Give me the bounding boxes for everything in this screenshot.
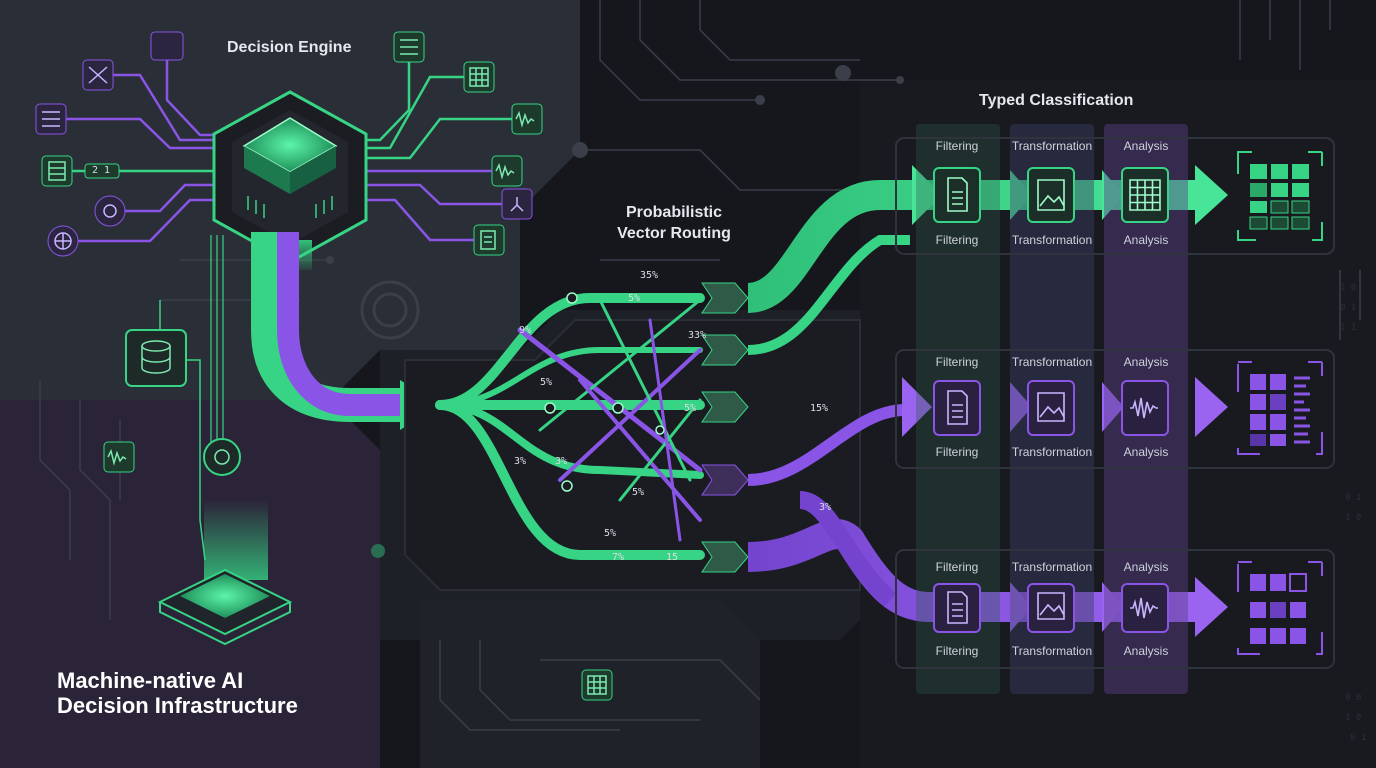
- circuit-nodes: [326, 65, 904, 558]
- route-percent: 33%: [688, 330, 707, 341]
- row3-bottom-transformation-label: Transformation: [1011, 644, 1093, 658]
- stage-icon-glyphs: [947, 177, 1161, 624]
- route-percent: 9%: [519, 325, 532, 336]
- input-icon-glyphs: [42, 39, 607, 695]
- routing-nodes: [544, 292, 665, 492]
- row2-top-analysis-label: Analysis: [1123, 355, 1169, 369]
- waveform-icon: [1121, 380, 1169, 436]
- route-percent: 7%: [612, 552, 625, 563]
- grid-icon: [463, 61, 495, 93]
- route-percent: 5%: [604, 528, 617, 539]
- row1-top-transformation-label: Transformation: [1011, 139, 1093, 153]
- gear-decoration: [360, 280, 420, 340]
- routing-title-line1: Probabilistic: [625, 204, 723, 221]
- row1-top-filtering-label: Filtering: [935, 139, 979, 153]
- output-grid-green: [1249, 164, 1310, 230]
- input-tag-label: 2 1: [92, 165, 111, 176]
- route-percent: 5%: [632, 487, 645, 498]
- output-grid-purple-2: [1250, 573, 1307, 644]
- input-tag: [84, 163, 120, 179]
- table-icon: [41, 155, 73, 187]
- footer-title-line1: Machine-native AI: [57, 668, 244, 693]
- route-percent: 3%: [555, 456, 568, 467]
- row1-bottom-transformation-label: Transformation: [1011, 233, 1093, 247]
- document-icon: [933, 583, 981, 633]
- image-icon: [1027, 167, 1075, 223]
- row2-bottom-analysis-label: Analysis: [1123, 445, 1169, 459]
- svg-text:0 1: 0 1: [1345, 493, 1361, 503]
- image-icon: [1027, 380, 1075, 436]
- row1-bottom-analysis-label: Analysis: [1123, 233, 1169, 247]
- footer-title-line2: Decision Infrastructure: [57, 693, 298, 718]
- gear-icon: [94, 195, 126, 227]
- flow-arrowheads: [902, 165, 1228, 637]
- row2-top-filtering-label: Filtering: [935, 355, 979, 369]
- settings-icon: [203, 438, 241, 476]
- svg-text:1 1: 1 1: [1340, 323, 1356, 333]
- routing-title-line2: Vector Routing: [617, 225, 731, 242]
- row2-bottom-filtering-label: Filtering: [935, 445, 979, 459]
- row3-top-filtering-label: Filtering: [935, 560, 979, 574]
- row1-bottom-filtering-label: Filtering: [935, 233, 979, 247]
- output-chip: [157, 568, 293, 646]
- document-icon: [933, 167, 981, 223]
- database-icon: [125, 329, 187, 387]
- decision-engine-title: Decision Engine: [227, 39, 352, 56]
- row3-top-transformation-label: Transformation: [1011, 560, 1093, 574]
- route-percent: 35%: [640, 270, 659, 281]
- classification-rows: [895, 137, 1335, 669]
- row3-bottom-filtering-label: Filtering: [935, 644, 979, 658]
- document-icon: [933, 380, 981, 436]
- document-icon: [473, 224, 505, 256]
- svg-text:1 0: 1 0: [1345, 713, 1361, 723]
- image-icon: [150, 31, 184, 61]
- row2-top-transformation-label: Transformation: [1011, 355, 1093, 369]
- route-percent: 15%: [810, 403, 829, 414]
- footer-title: Machine-native AI Decision Infrastructur…: [57, 668, 298, 718]
- svg-text:0 1: 0 1: [1340, 303, 1356, 313]
- output-grid-purple-1: [1250, 374, 1310, 446]
- route-percent: 5%: [540, 377, 553, 388]
- svg-text:1 0: 1 0: [1340, 283, 1356, 293]
- row2-bottom-transformation-label: Transformation: [1011, 445, 1093, 459]
- binary-rain: 1 0 0 1 1 1 0 1 1 0 0 0 1 0 0 1: [1340, 283, 1366, 743]
- grid-icon: [581, 669, 613, 701]
- waveform-icon: [1121, 583, 1169, 633]
- router-gates: [701, 282, 749, 573]
- row3-top-analysis-label: Analysis: [1123, 560, 1169, 574]
- classification-title: Typed Classification: [979, 92, 1134, 109]
- row1-top-analysis-label: Analysis: [1123, 139, 1169, 153]
- svg-text:1 0: 1 0: [1345, 513, 1361, 523]
- routing-title: Probabilistic Vector Routing: [617, 202, 731, 244]
- route-percent: 15: [666, 552, 679, 563]
- route-percent: 3%: [819, 502, 832, 513]
- svg-text:0 1: 0 1: [1350, 733, 1366, 743]
- svg-text:0 0: 0 0: [1345, 693, 1361, 703]
- route-percent: 5%: [684, 403, 697, 414]
- stage-icons: [933, 167, 1169, 633]
- router-hub: [404, 319, 861, 591]
- row3-bottom-analysis-label: Analysis: [1123, 644, 1169, 658]
- route-percent: 3%: [514, 456, 527, 467]
- route-percent: 5%: [628, 293, 641, 304]
